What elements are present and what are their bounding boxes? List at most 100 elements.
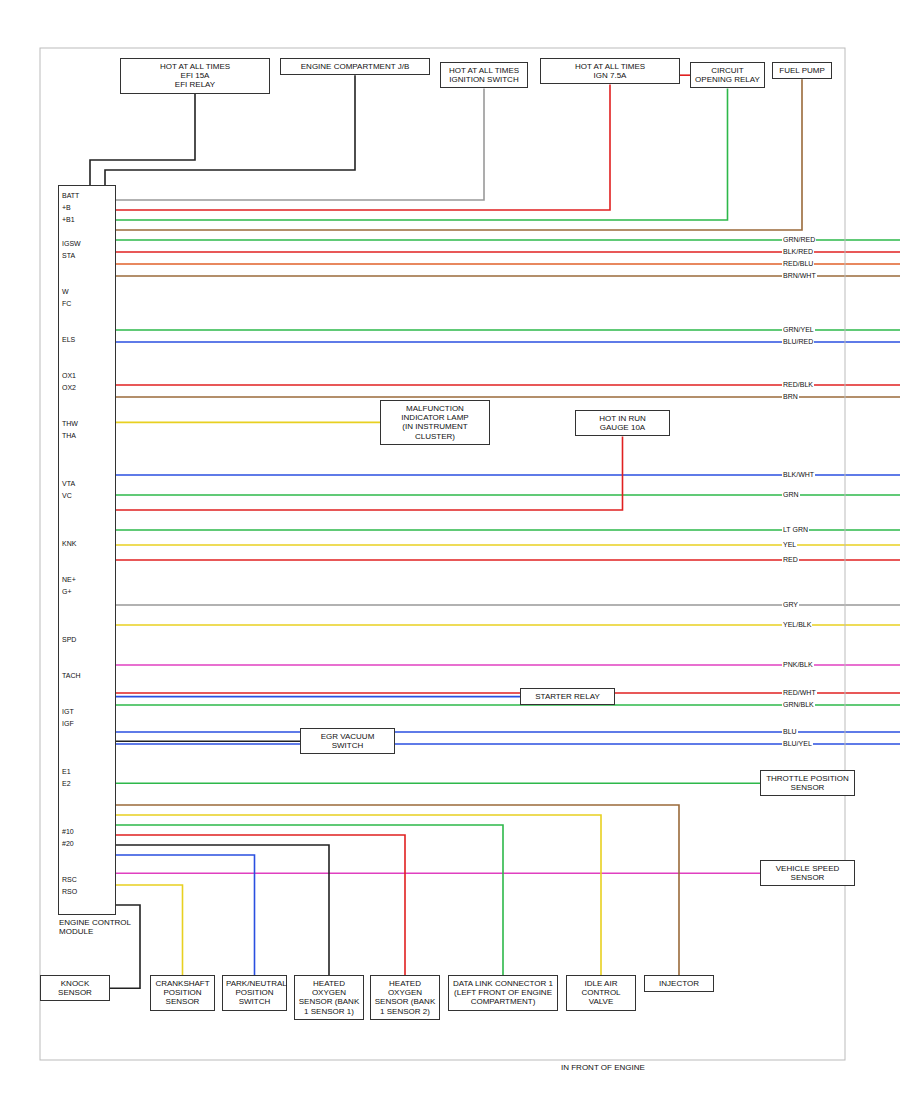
wire-connector — [116, 88, 728, 220]
component-label: HOT IN RUN — [579, 414, 666, 423]
switch-box: HOT AT ALL TIMESIGNITION SWITCH — [440, 62, 528, 88]
connector-box: DATA LINK CONNECTOR 1(LEFT FRONT OF ENGI… — [448, 975, 558, 1011]
component-label: HOT AT ALL TIMES — [444, 66, 524, 75]
switch-box: PARK/NEUTRAL POSITION SWITCH — [222, 975, 287, 1011]
wire-connector — [116, 872, 760, 874]
sensor-box: VEHICLE SPEED SENSOR — [760, 860, 855, 886]
pin-name: +B1 — [61, 216, 76, 224]
relay-box: STARTER RELAY — [520, 688, 615, 705]
component-label: FUEL PUMP — [776, 66, 828, 75]
wire-color: BLK/RED — [782, 248, 814, 256]
component-label: EGR VACUUM SWITCH — [304, 732, 391, 750]
wire-connector — [116, 815, 601, 975]
pin-name: +B — [61, 204, 72, 212]
location-note: IN FRONT OF ENGINE — [560, 1064, 646, 1073]
valve-box: IDLE AIR CONTROL VALVE — [566, 975, 636, 1011]
pin-name: THA — [61, 432, 77, 440]
pin-name: E1 — [61, 768, 72, 776]
injector-box: INJECTOR — [644, 975, 714, 992]
component-label: DATA LINK CONNECTOR 1 — [452, 979, 554, 988]
component-label: CRANKSHAFT POSITION SENSOR — [154, 979, 211, 1007]
component-label: IGN 7.5A — [544, 71, 676, 80]
component-label: VEHICLE SPEED SENSOR — [764, 864, 851, 882]
component-label: IGNITION SWITCH — [444, 75, 524, 84]
wire-color: BLK/WHT — [782, 471, 815, 479]
fuse-block: HOT AT ALL TIMESEFI 15AEFI RELAY — [120, 58, 270, 94]
pin-name: RSC — [61, 876, 78, 884]
pin-name: VTA — [61, 480, 76, 488]
relay-box: CIRCUIT OPENING RELAY — [690, 62, 765, 88]
component-label: THROTTLE POSITION SENSOR — [764, 774, 851, 792]
wire-color: BLU/RED — [782, 338, 814, 346]
sensor-box: CRANKSHAFT POSITION SENSOR — [150, 975, 215, 1011]
component-label: (LEFT FRONT OF ENGINE COMPARTMENT) — [452, 988, 554, 1006]
pin-name: NE+ — [61, 576, 77, 584]
wire-connector — [110, 905, 140, 988]
sensor-box: THROTTLE POSITION SENSOR — [760, 770, 855, 796]
wire-connector — [116, 835, 405, 975]
wire-connector — [680, 74, 690, 76]
wire-color: RED/WHT — [782, 689, 817, 697]
wire-connector — [116, 805, 679, 975]
pin-name: THW — [61, 420, 79, 428]
wire-color: YEL/BLK — [782, 621, 812, 629]
wire-connector — [116, 436, 623, 510]
component-label: (IN INSTRUMENT CLUSTER) — [384, 422, 486, 440]
pin-name: SPD — [61, 636, 77, 644]
pin-name: OX2 — [61, 384, 77, 392]
switch-box: EGR VACUUM SWITCH — [300, 728, 395, 754]
wire-connector — [116, 696, 520, 698]
wire-connector — [116, 845, 329, 975]
component-label: ENGINE COMPARTMENT J/B — [284, 62, 426, 71]
pin-name: STA — [61, 252, 76, 260]
wire-color: RED/BLK — [782, 381, 814, 389]
wire-connector — [116, 740, 300, 742]
component-label: CIRCUIT OPENING RELAY — [694, 66, 761, 84]
wire-color: BRN — [782, 393, 799, 401]
wire-color: GRN — [782, 491, 800, 499]
pin-name: #20 — [61, 840, 75, 848]
wire-color: LT GRN — [782, 526, 809, 534]
component-label: KNOCK SENSOR — [44, 979, 106, 997]
component-label: HOT AT ALL TIMES — [544, 62, 676, 71]
component-label: STARTER RELAY — [524, 692, 611, 701]
component-label: GAUGE 10A — [579, 423, 666, 432]
pin-name: VC — [61, 492, 73, 500]
pin-name: IGT — [61, 708, 75, 716]
sensor-box: HEATED OXYGEN SENSOR (BANK 1 SENSOR 2) — [370, 975, 440, 1020]
sheet-frame — [40, 48, 845, 1060]
fuse-box: HOT IN RUNGAUGE 10A — [575, 410, 670, 436]
wire-connector — [116, 84, 610, 210]
wire-color: BLU — [782, 728, 798, 736]
wire-color: GRY — [782, 601, 799, 609]
component-label: EFI RELAY — [124, 80, 266, 89]
wire-connector — [116, 855, 255, 975]
component-label: HEATED OXYGEN SENSOR (BANK 1 SENSOR 2) — [374, 979, 436, 1016]
module-title: ENGINE CONTROL MODULE — [59, 918, 134, 936]
wire-color: RED/BLU — [782, 260, 814, 268]
sensor-box: HEATED OXYGEN SENSOR (BANK 1 SENSOR 1) — [294, 975, 364, 1020]
component-label: HOT AT ALL TIMES — [124, 62, 266, 71]
pin-name: KNK — [61, 540, 77, 548]
pump-box: FUEL PUMP — [772, 62, 832, 79]
junction-block: ENGINE COMPARTMENT J/B — [280, 58, 430, 75]
component-label: INJECTOR — [648, 979, 710, 988]
wire-color: PNK/BLK — [782, 661, 814, 669]
lamp-box: MALFUNCTION INDICATOR LAMP(IN INSTRUMENT… — [380, 400, 490, 445]
wire-connector — [116, 422, 380, 424]
component-label: IDLE AIR CONTROL VALVE — [570, 979, 632, 1007]
fuse-block: HOT AT ALL TIMESIGN 7.5A — [540, 58, 680, 84]
pin-name: OX1 — [61, 372, 77, 380]
component-label: PARK/NEUTRAL POSITION SWITCH — [226, 979, 283, 1007]
pin-name: BATT — [61, 192, 80, 200]
component-label: EFI 15A — [124, 71, 266, 80]
pin-name: FC — [61, 300, 72, 308]
sensor-box: KNOCK SENSOR — [40, 975, 110, 1001]
component-label: HEATED OXYGEN SENSOR (BANK 1 SENSOR 1) — [298, 979, 360, 1016]
wire-color: GRN/RED — [782, 236, 816, 244]
wire-connector — [116, 885, 183, 975]
wire-color: BLU/YEL — [782, 740, 813, 748]
pin-name: W — [61, 288, 70, 296]
